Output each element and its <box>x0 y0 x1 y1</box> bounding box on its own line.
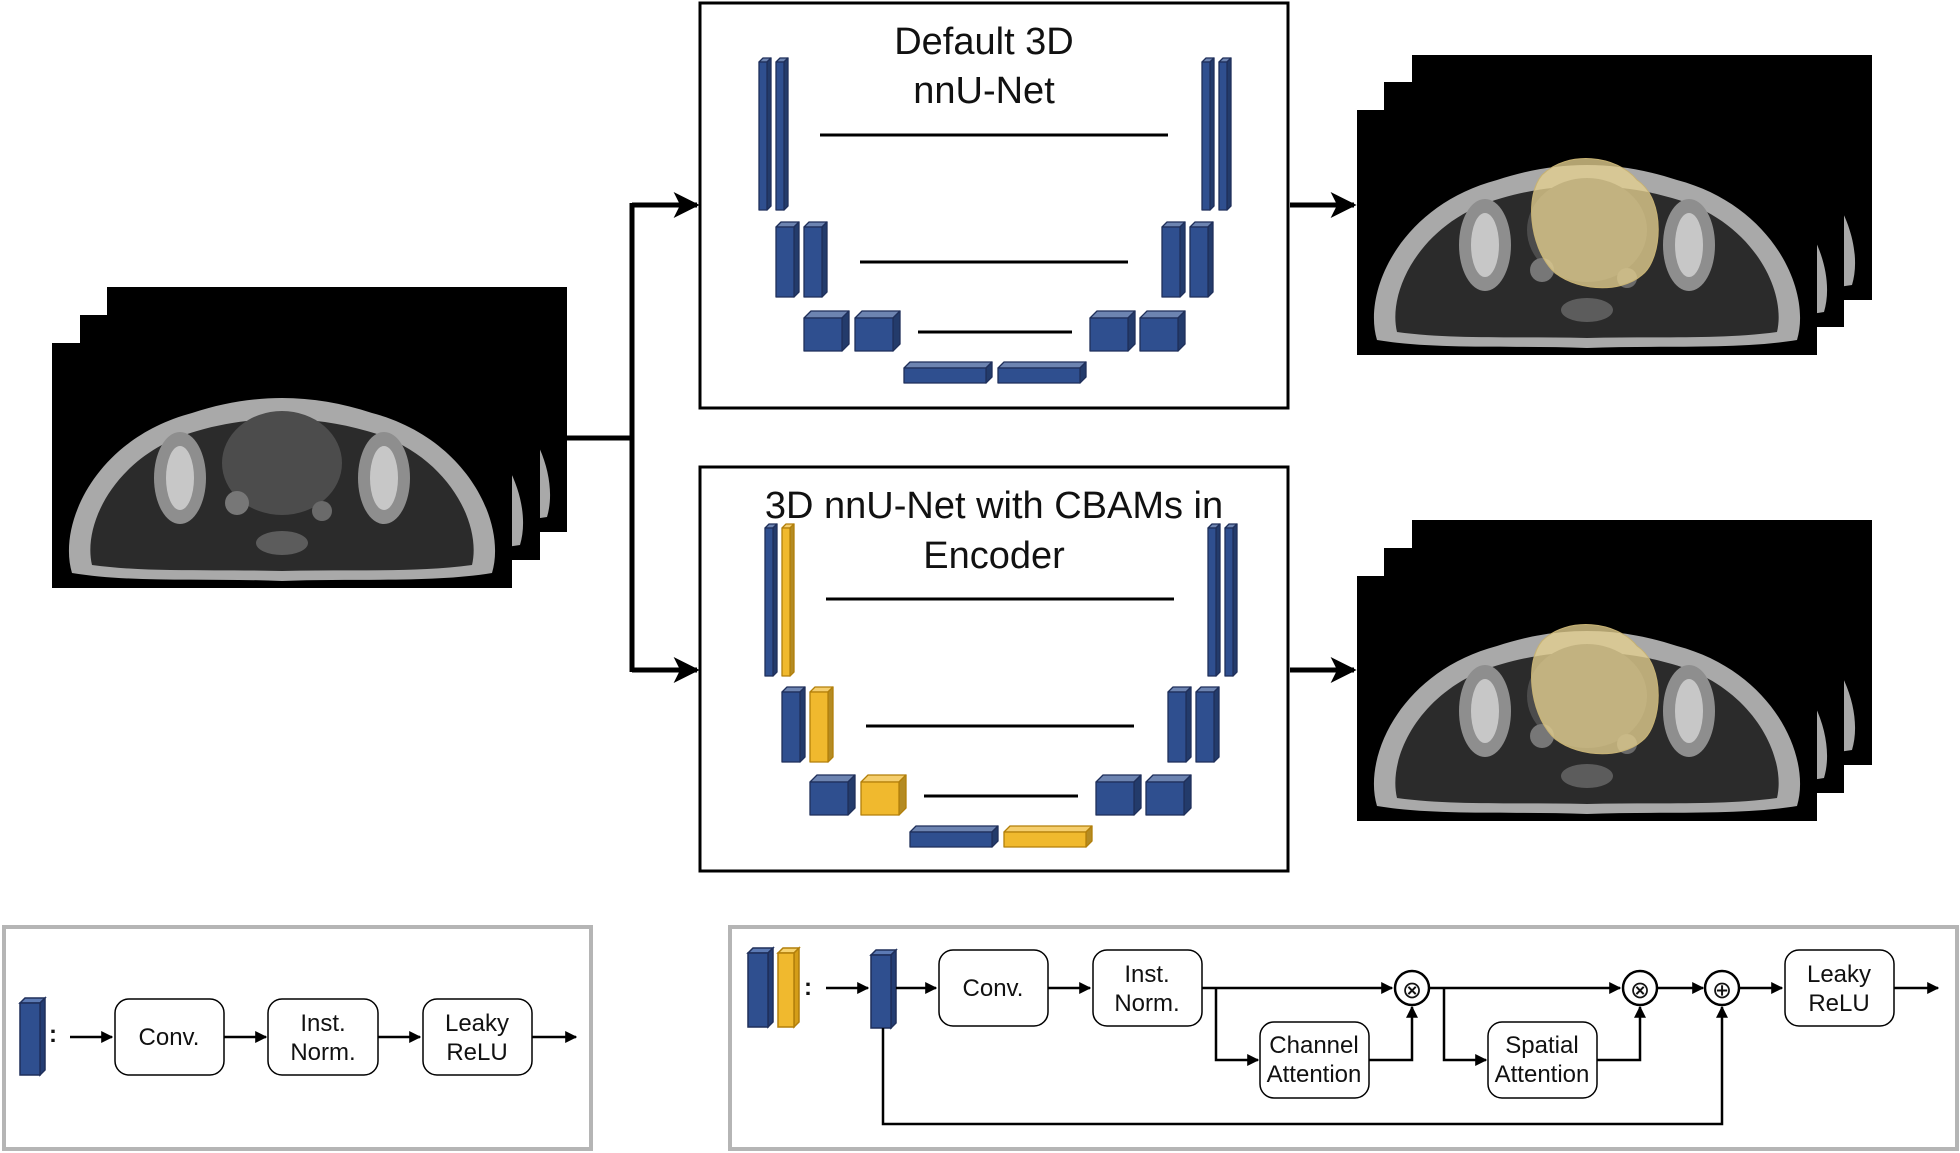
svg-text:Norm.: Norm. <box>1114 990 1179 1017</box>
conv-node: Conv. <box>938 949 1049 1027</box>
decoder-level3-block1 <box>1089 310 1136 352</box>
svg-text:Inst.: Inst. <box>1124 961 1169 988</box>
encoder-level3-conv <box>809 774 856 816</box>
decoder-level2-block1 <box>1161 221 1186 298</box>
svg-text:⊕: ⊕ <box>1712 977 1732 1004</box>
output-segmentation-stack-default <box>1357 55 1872 355</box>
decoder-level3-block1 <box>1095 774 1142 816</box>
decoder-level1-block1 <box>1207 523 1221 677</box>
svg-text:Leaky: Leaky <box>1807 961 1871 988</box>
svg-text:⊗: ⊗ <box>1630 977 1650 1004</box>
cbam-nnunet-box: 3D nnU-Net with CBAMs in Encoder <box>698 465 1290 873</box>
encoder-level1-block1 <box>758 57 772 211</box>
svg-text:Attention: Attention <box>1267 1061 1362 1088</box>
bottleneck-block1 <box>903 361 993 384</box>
conv-block-icon <box>18 996 47 1077</box>
default-unet-blocks <box>758 57 1232 384</box>
input-block-icon <box>869 948 898 1030</box>
add-node: ⊕ <box>1703 969 1741 1007</box>
instance-norm-node: Inst. Norm. <box>267 998 379 1076</box>
leaky-relu-node: Leaky ReLU <box>422 998 533 1076</box>
bottleneck-cbam <box>1003 825 1093 848</box>
encoder-level3-cbam <box>860 774 907 816</box>
svg-text:Conv.: Conv. <box>963 975 1024 1002</box>
decoder-level2-block2 <box>1189 221 1214 298</box>
channel-attention-node: Channel Attention <box>1259 1021 1370 1099</box>
svg-text:ReLU: ReLU <box>446 1039 507 1066</box>
svg-text:Conv.: Conv. <box>139 1024 200 1051</box>
encoder-level1-conv <box>764 523 778 677</box>
legend-default-block: : Conv. Inst. Norm. Leaky ReLU <box>2 925 593 1151</box>
encoder-level2-block2 <box>803 221 828 298</box>
svg-text:Spatial: Spatial <box>1505 1032 1578 1059</box>
multiply-node-2: ⊗ <box>1621 969 1659 1007</box>
cbam-block-icon <box>746 946 801 1029</box>
legend-colon: : <box>49 1021 57 1048</box>
leaky-relu-node: Leaky ReLU <box>1784 949 1895 1027</box>
instance-norm-node: Inst. Norm. <box>1092 949 1203 1027</box>
default-title-line1: Default 3D <box>894 21 1074 63</box>
decoder-level3-block2 <box>1145 774 1192 816</box>
encoder-level2-cbam <box>809 686 834 763</box>
default-nnunet-box: Default 3D nnU-Net <box>698 1 1290 410</box>
multiply-node-1: ⊗ <box>1393 969 1431 1007</box>
input-mri-stack <box>52 287 567 588</box>
decoder-level1-block2 <box>1224 523 1238 677</box>
cbam-title-line1: 3D nnU-Net with CBAMs in <box>765 485 1223 527</box>
svg-text:Attention: Attention <box>1495 1061 1590 1088</box>
legend-cbam-block: : Conv. Inst. Norm. Channel Attention <box>728 925 1959 1151</box>
encoder-level3-block1 <box>803 310 850 352</box>
encoder-level2-block1 <box>775 221 800 298</box>
bottleneck-conv <box>909 825 999 848</box>
cbam-unet-blocks <box>764 523 1238 848</box>
encoder-level3-block2 <box>854 310 901 352</box>
encoder-level2-conv <box>781 686 806 763</box>
decoder-level3-block2 <box>1139 310 1186 352</box>
cbam-title-line2: Encoder <box>923 535 1065 577</box>
bottleneck-block2 <box>997 361 1087 384</box>
svg-text:Norm.: Norm. <box>290 1039 355 1066</box>
default-title-line2: nnU-Net <box>913 70 1055 112</box>
output-segmentation-stack-cbam <box>1357 520 1872 821</box>
legend-colon: : <box>804 974 812 1001</box>
decoder-level1-block1 <box>1201 57 1215 211</box>
svg-text:Channel: Channel <box>1269 1032 1358 1059</box>
svg-text:Leaky: Leaky <box>445 1010 509 1037</box>
svg-text:ReLU: ReLU <box>1808 990 1869 1017</box>
decoder-level2-block2 <box>1195 686 1220 763</box>
split-connector <box>566 192 700 683</box>
svg-text:⊗: ⊗ <box>1402 977 1422 1004</box>
encoder-level1-cbam <box>781 523 795 677</box>
spatial-attention-node: Spatial Attention <box>1487 1021 1598 1099</box>
decoder-level2-block1 <box>1167 686 1192 763</box>
decoder-level1-block2 <box>1218 57 1232 211</box>
encoder-level1-block2 <box>775 57 789 211</box>
svg-text:Inst.: Inst. <box>300 1010 345 1037</box>
conv-node: Conv. <box>114 998 225 1076</box>
